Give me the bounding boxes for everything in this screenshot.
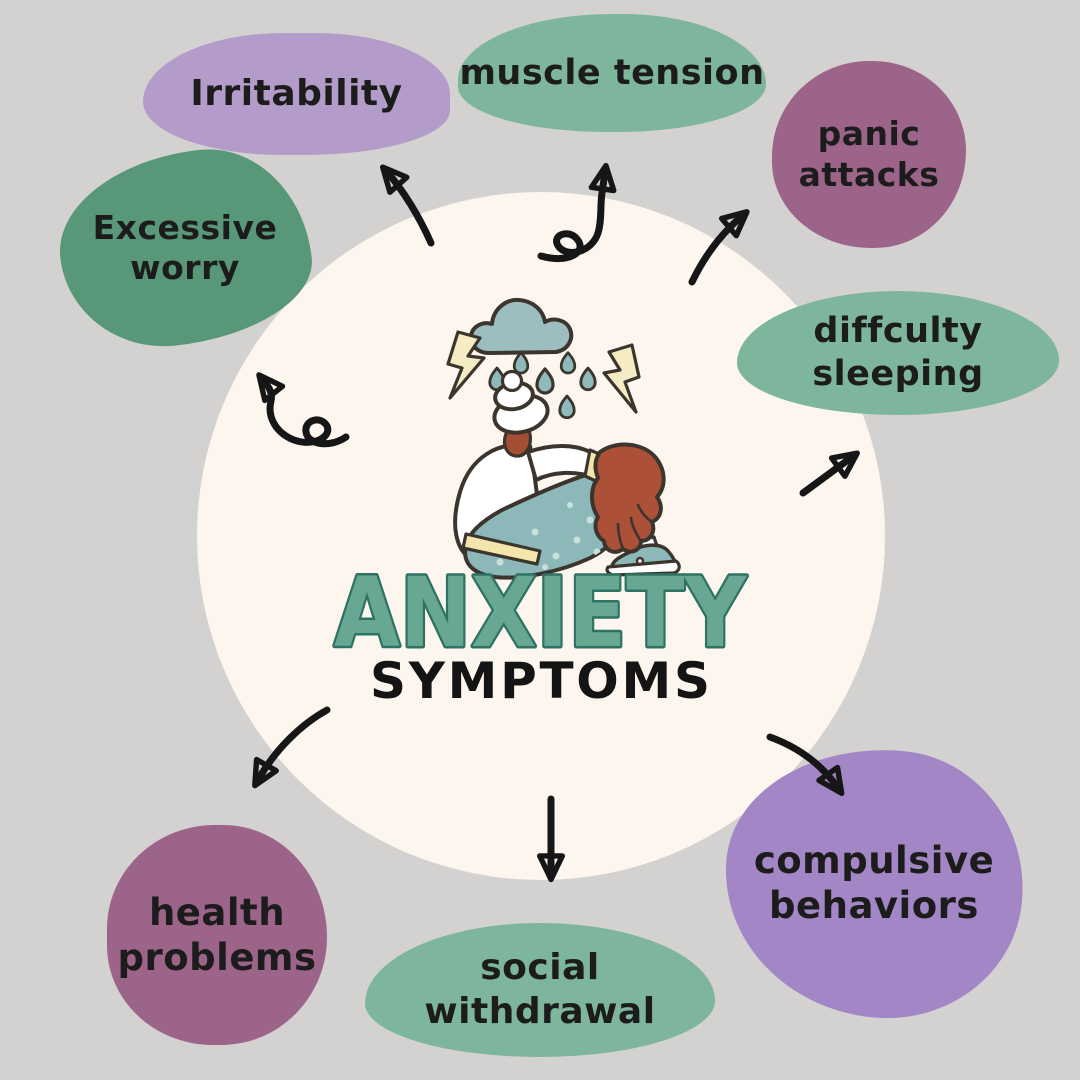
shoe-sole <box>605 559 681 577</box>
blob-label: worry <box>130 248 240 287</box>
blob-label: withdrawal <box>424 991 656 1032</box>
blob-label: problems <box>117 936 317 979</box>
blob-label: diffculty <box>813 311 983 352</box>
turban-knot <box>500 369 524 393</box>
blob-health-problems: health problems <box>107 825 327 1045</box>
blob-label: Excessive <box>92 207 278 247</box>
blob-difficulty-sleeping: diffculty sleeping <box>737 291 1059 415</box>
blob-label: attacks <box>798 154 940 194</box>
rain-cloud-icon <box>468 297 574 355</box>
blob-panic-attacks: panic attacks <box>772 61 966 248</box>
blob-label: compulsive <box>753 838 995 882</box>
blob-compulsive-behaviors: compulsive behaviors <box>725 749 1023 1017</box>
blob-label: Irritability <box>190 73 403 115</box>
person-hand <box>590 442 666 554</box>
shoe-eyelet <box>635 556 645 566</box>
blob-irritability: Irritability <box>143 33 450 155</box>
hand-finger-lines <box>616 503 654 551</box>
title-sub: SYMPTOMS <box>370 652 710 710</box>
blob-label: muscle tension <box>459 52 765 93</box>
blob-label: behaviors <box>769 884 979 927</box>
person-illustration <box>446 297 681 580</box>
blob-excessive-worry: Excessive worry <box>60 152 310 344</box>
blob-social-withdrawal: social withdrawal <box>365 923 715 1057</box>
shirt-hem <box>461 532 542 566</box>
blob-label: health <box>148 890 286 934</box>
title-main: ANXIETY <box>334 566 747 669</box>
blob-label: panic <box>817 114 921 154</box>
blob-muscle-tension: muscle tension <box>458 14 766 132</box>
lightning-icon-left <box>446 330 486 400</box>
title-block: ANXIETY SYMPTOMS <box>332 566 750 710</box>
blob-label: sleeping <box>812 354 984 394</box>
lightning-icon-right <box>602 343 641 414</box>
blob-label: social <box>480 947 600 989</box>
